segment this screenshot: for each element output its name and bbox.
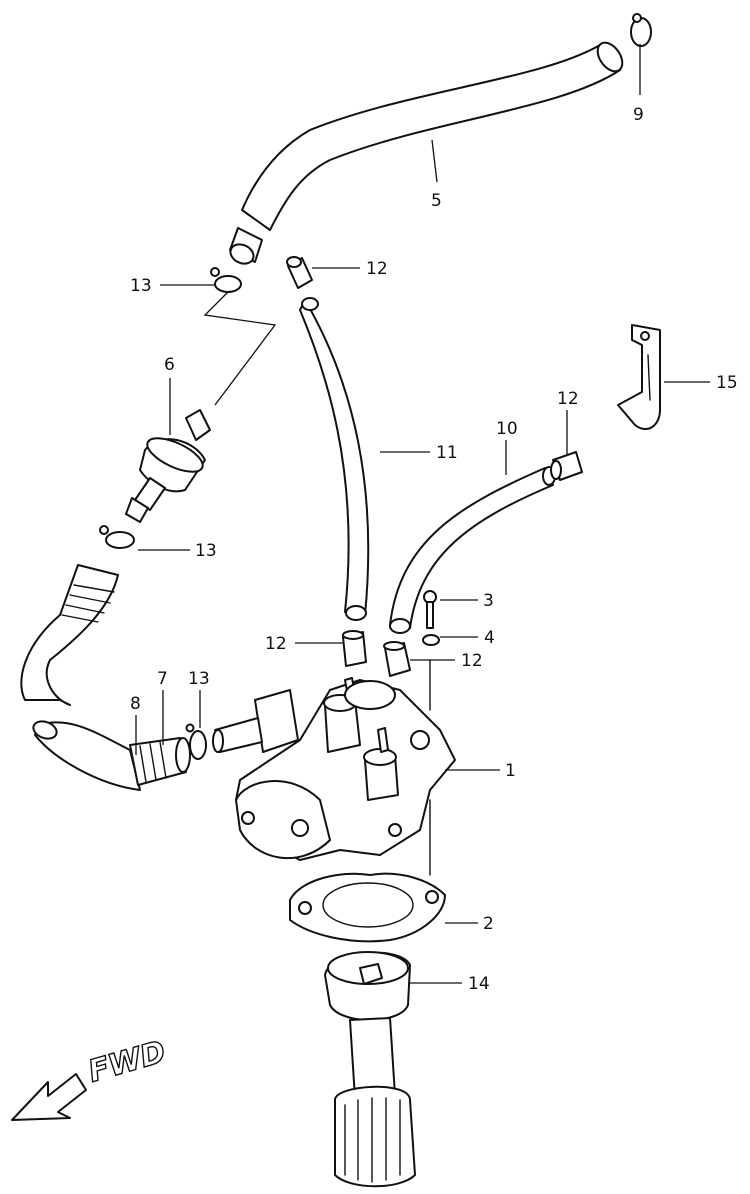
callout-11: 11	[436, 443, 458, 463]
hose-11	[299, 297, 370, 621]
callout-13-middle: 13	[195, 541, 217, 561]
callout-13-upper: 13	[130, 276, 152, 296]
pump-1	[212, 659, 456, 876]
clip-13-lower	[185, 723, 207, 760]
fwd-arrow	[11, 1073, 87, 1121]
collar-12-right	[550, 451, 583, 481]
collar-12-mid	[383, 641, 411, 677]
bracket-15	[617, 324, 661, 430]
callout-12-upper: 12	[366, 259, 388, 279]
callout-13-lower: 13	[188, 669, 210, 689]
collar-12-upper	[286, 256, 313, 289]
fwd-label: FWD	[85, 1034, 170, 1089]
callout-15: 15	[716, 373, 738, 393]
callout-12-right: 12	[557, 389, 579, 409]
clip-9	[630, 13, 652, 47]
clip-13-upper	[203, 267, 277, 406]
callout-5: 5	[431, 191, 442, 211]
elbow-hose	[20, 564, 141, 791]
shaft-14	[324, 951, 416, 1188]
hose-5	[229, 41, 624, 265]
callout-9: 9	[633, 105, 644, 125]
callout-1: 1	[505, 761, 516, 781]
collar-12-left	[342, 630, 367, 667]
gasket-2	[289, 872, 446, 943]
callout-10: 10	[496, 419, 518, 439]
callout-8: 8	[130, 694, 141, 714]
filter-6	[125, 409, 211, 523]
leader-lines	[135, 44, 710, 984]
bolt-3	[423, 590, 437, 629]
callout-2: 2	[483, 914, 494, 934]
callout-7: 7	[157, 669, 168, 689]
callout-12-left: 12	[265, 634, 287, 654]
clip-13-middle	[99, 525, 135, 549]
sleeve-7	[129, 737, 191, 786]
callout-12-mid: 12	[461, 651, 483, 671]
callout-14: 14	[468, 974, 490, 994]
hose-10	[389, 466, 556, 634]
callout-4: 4	[484, 628, 495, 648]
callout-6: 6	[164, 355, 175, 375]
washer-4	[422, 634, 440, 646]
callout-3: 3	[483, 591, 494, 611]
